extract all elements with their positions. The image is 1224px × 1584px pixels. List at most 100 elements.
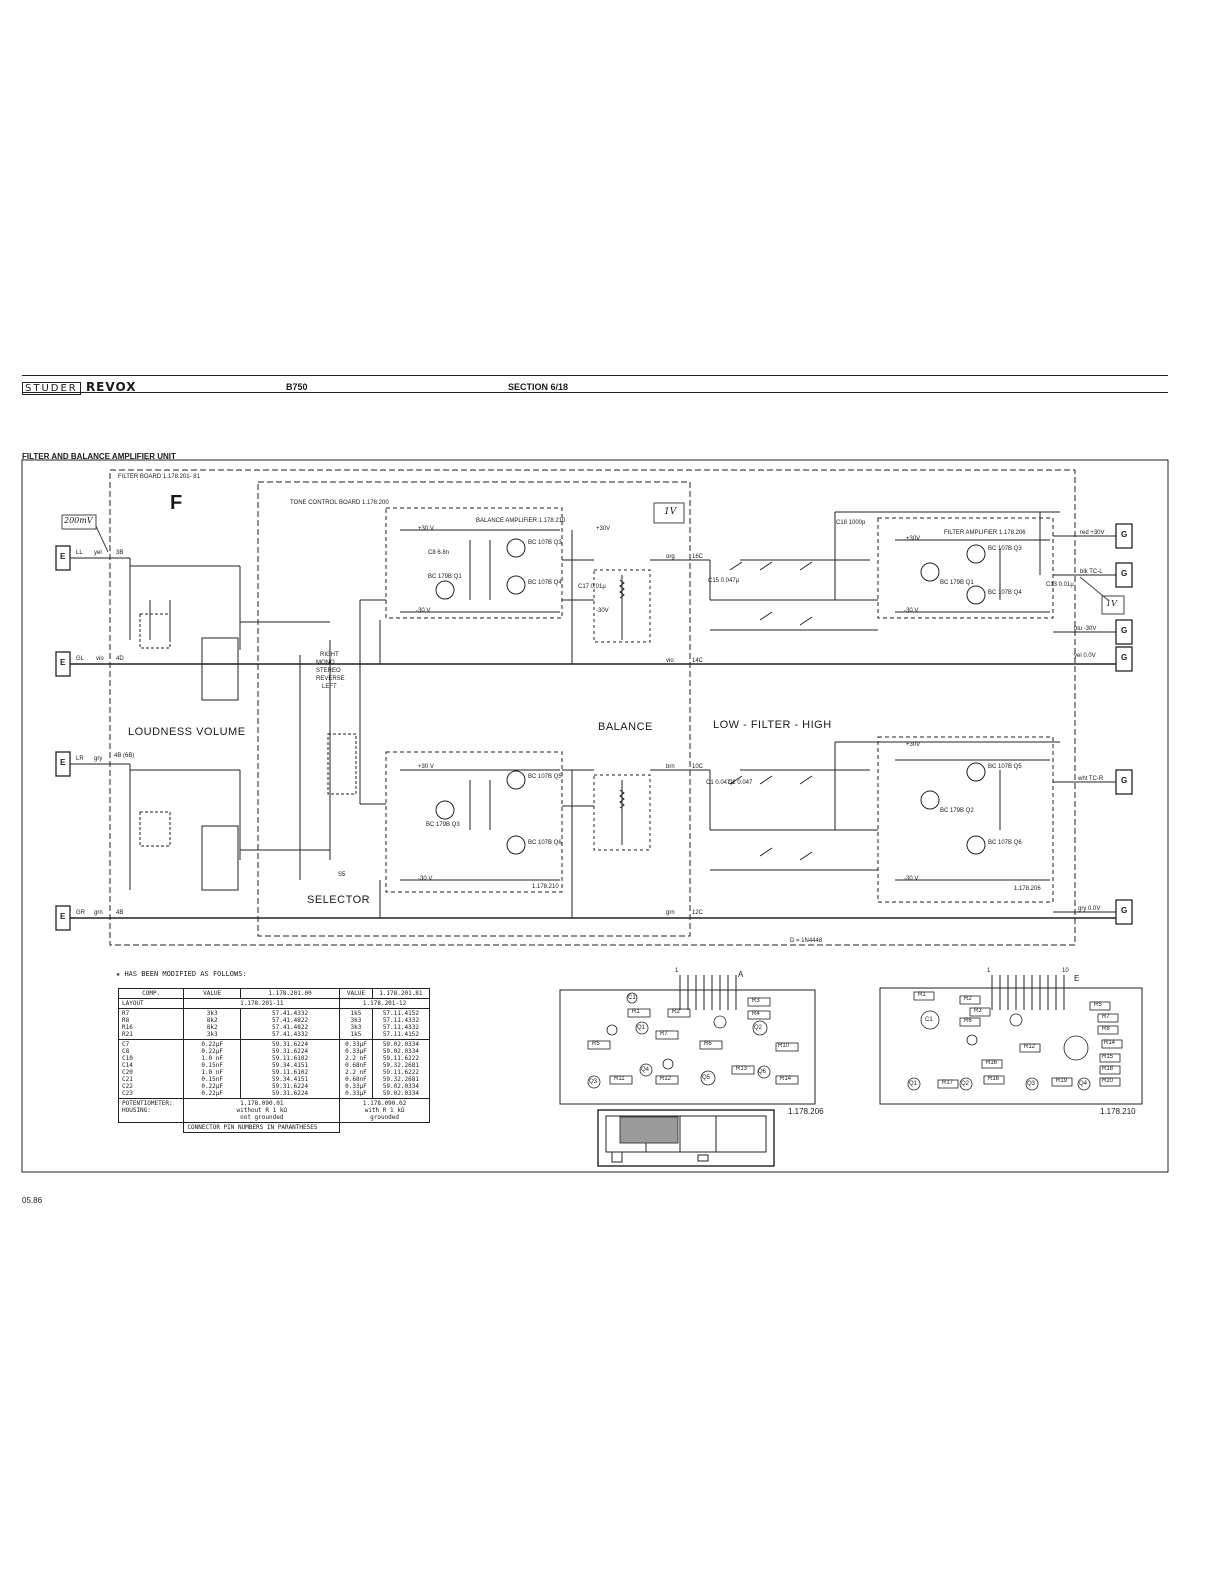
pcb-part-label: R3: [752, 998, 760, 1004]
pin-label: 10C: [692, 764, 704, 770]
table-row: R7 R8 R16 R21 3k3 8k2 8k2 3k3 57.41.4332…: [117, 1008, 431, 1040]
value-b: 0.33μF: [345, 1048, 367, 1055]
code-a: 59.11.6102: [271, 1055, 309, 1062]
code-b: 59.32.2681: [382, 1076, 419, 1083]
value-b: 0.33μF: [345, 1090, 367, 1097]
pcb-210-outline: [879, 987, 1143, 1105]
selector-pos-right: RIGHT: [320, 652, 339, 658]
value-b: 3k3: [350, 1017, 362, 1024]
filter-amp-bottom-box: [877, 736, 1054, 903]
pcb-210-parts: [907, 991, 1123, 1091]
connector-e-4-wire: grn: [94, 910, 103, 916]
pcb-part-label: R18: [1102, 1066, 1114, 1072]
table-cell: 1.178.090.02 with R 1 kΩ grounded: [339, 1098, 430, 1123]
value-a: 0.15nF: [201, 1076, 224, 1083]
connector-g-1-wire: red +30V: [1080, 530, 1105, 536]
pcb-part-label: Q2: [754, 1025, 763, 1031]
table-row: CONNECTOR PIN NUMBERS IN PARANTHESES: [119, 1122, 430, 1133]
header-rule-bottom: [22, 392, 1168, 393]
pcb-part-label: Q3: [589, 1079, 598, 1085]
housing-b: grounded: [370, 1114, 400, 1121]
code-b: 59.02.0334: [382, 1041, 419, 1048]
connector-g-2-wire: blk TC-L: [1080, 569, 1103, 575]
value-a: 0.22μF: [201, 1041, 224, 1048]
code-b: 57.11.4332: [382, 1017, 419, 1024]
pot-code-b: 1.178.090.02: [362, 1100, 407, 1107]
pcb-part-label: Q1: [909, 1081, 918, 1087]
rail-minus-top-right: -30V: [596, 608, 609, 614]
table-cell: 59.31.6224 59.31.6224 59.11.6102 59.34.4…: [239, 1039, 341, 1099]
transistor-label: BC 107B Q3: [528, 540, 562, 546]
code-a: 59.34.4151: [271, 1062, 309, 1069]
transistor-label: BC 107B Q5: [988, 764, 1022, 770]
brand-logo: STUDER REVOX: [22, 380, 136, 395]
housing-label: HOUSING:: [122, 1107, 151, 1114]
pcb-part-label: R14: [780, 1076, 792, 1082]
code-a: 57.41.4822: [271, 1017, 309, 1024]
rail-plus-top-right: +30V: [596, 526, 611, 532]
table-cell: 0.33μF 0.33μF 2.2 nF 0.68nF 2.2 nF 0.68n…: [339, 1039, 373, 1099]
transistor-label: BC 179B Q1: [940, 580, 974, 586]
value-a: 8k2: [206, 1017, 218, 1024]
pcb-part-label: R14: [1104, 1040, 1116, 1046]
model-number: B750: [286, 382, 308, 392]
table-row: LAYOUT 1.178.201-11 1.178.201-12: [117, 998, 430, 1009]
cap-label: C15 0.047μ: [708, 578, 740, 584]
pcb-210-pin-first: 1: [987, 968, 991, 974]
brand-studer: STUDER: [22, 382, 81, 395]
connector-g-5: G: [1121, 776, 1128, 785]
table-cell: [119, 1123, 184, 1133]
label-loudness-volume: LOUDNESS VOLUME: [128, 726, 246, 738]
code-a: 59.31.6224: [271, 1090, 309, 1097]
pcb-part-label: R1: [918, 992, 926, 998]
code-a: 59.31.6224: [271, 1041, 309, 1048]
lower-balance-code: 1.178.210: [532, 884, 559, 890]
section-number: SECTION 6/18: [508, 382, 569, 392]
transistor-label: BC 107B Q4: [988, 590, 1022, 596]
value-a: 1.0 nF: [201, 1069, 224, 1076]
table-cell: [340, 1123, 430, 1133]
wire-label: grn: [666, 910, 675, 916]
table-header-cell: COMP.: [117, 988, 185, 999]
comp: C7: [122, 1041, 130, 1048]
table-header-cell: VALUE: [339, 988, 373, 999]
table-row: COMP. VALUE 1.178.201.00 VALUE 1.178.201…: [117, 988, 431, 999]
transistor-label: BC 179B Q2: [940, 808, 974, 814]
connector-g-3: G: [1121, 626, 1128, 635]
balance-amp-bottom-box: [385, 751, 563, 893]
filter-board-letter: F: [170, 492, 183, 514]
filter-amp-label: FILTER AMPLIFIER 1.178.206: [944, 530, 1026, 536]
table-cell: 1.178.201-12: [339, 998, 430, 1009]
table-cell: 59.02.0334 59.02.0334 59.11.6222 59.32.2…: [371, 1039, 431, 1099]
pcb-part-label: C1: [925, 1017, 933, 1023]
wire-label: brn: [666, 764, 675, 770]
code-b: 59.02.0334: [382, 1090, 419, 1097]
connector-e-4: E: [60, 912, 66, 921]
pcb-part-label: R16: [988, 1076, 1000, 1082]
housing-a: not grounded: [240, 1114, 284, 1121]
pcb-210-pin-last: 10: [1062, 968, 1069, 974]
pin-label: 14C: [692, 658, 704, 664]
cap-label: C8 6.8n: [428, 550, 450, 556]
tone-board-box: [257, 481, 691, 937]
value-a: 0.22μF: [201, 1048, 224, 1055]
pcb-part-label: C1: [628, 995, 636, 1001]
diagram-title: FILTER AND BALANCE AMPLIFIER UNIT: [22, 452, 176, 461]
comp: C14: [122, 1062, 133, 1069]
pcb-part-label: Q3: [1027, 1081, 1036, 1087]
value-b: 0.68nF: [345, 1062, 367, 1069]
filter-board-label: FILTER BOARD 1.178.201- 81: [118, 474, 200, 480]
connector-e-3-pin: 4B (6B): [114, 753, 135, 759]
connector-e-2-wire: vio: [96, 656, 104, 662]
value-b: 0.33μF: [345, 1083, 367, 1090]
filter-rail-minus-top: -30 V: [904, 608, 919, 614]
value-b: 2.2 nF: [345, 1069, 367, 1076]
connector-e-3: E: [60, 758, 66, 767]
connector-g-6-wire: gry 0.0V: [1078, 906, 1101, 912]
cap-label: C13 0.01μ: [1046, 582, 1074, 588]
connector-g-3-wire: blu -30V: [1074, 626, 1097, 632]
pcb-part-label: R7: [1102, 1014, 1110, 1020]
table-cell: 3k3 8k2 8k2 3k3: [183, 1008, 241, 1040]
footer-date: 05.86: [22, 1196, 43, 1205]
transistor-label: BC 107B Q6: [988, 840, 1022, 846]
